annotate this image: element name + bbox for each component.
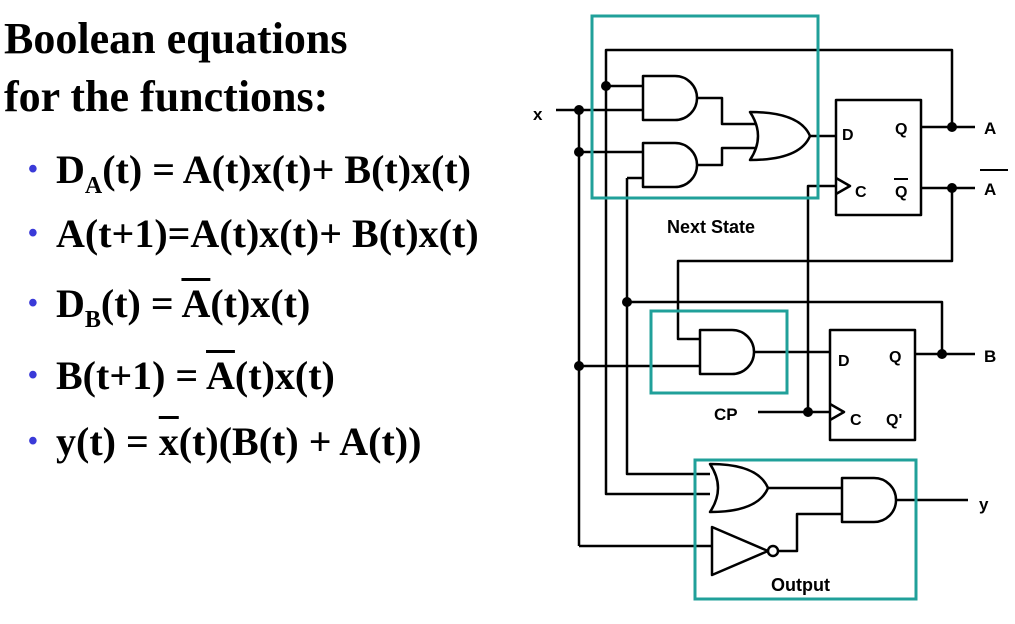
not-gate: [710, 525, 770, 577]
junction-dots: [574, 81, 957, 417]
wire-b-feedback: [625, 178, 944, 354]
ffb-d-label: D: [838, 353, 850, 370]
output-a-label: A: [984, 119, 996, 138]
eq-y-lhs: y(t) =: [56, 419, 159, 464]
clock-cp-label: CP: [714, 405, 738, 424]
wire-cp-to-ffa: [806, 184, 836, 412]
wire-abar-feedback: [676, 188, 954, 341]
output-box-label: Output: [771, 575, 830, 595]
junction-dot: [937, 349, 947, 359]
bullet-icon: •: [28, 154, 38, 185]
eq-b-next-tail: (t)x(t): [234, 353, 335, 398]
eq-db-subscript: B: [84, 307, 101, 333]
wire-b-to-or: [625, 302, 710, 476]
bullet-icon: •: [28, 218, 38, 249]
ffa-qbar-label: Q: [895, 184, 907, 201]
eq-da-expression: (t) = A(t)x(t)+ B(t)x(t): [102, 147, 471, 192]
eq-da-symbol: D: [56, 147, 85, 192]
ffa-d-label: D: [842, 127, 854, 144]
eq-b-next-lhs: B(t+1) =: [56, 353, 207, 398]
junction-dot: [574, 147, 584, 157]
ffb-c-label: C: [850, 412, 862, 429]
bullet-icon: •: [28, 288, 38, 319]
junction-dot: [622, 297, 632, 307]
input-x-label: x: [533, 105, 543, 124]
junction-dot: [574, 361, 584, 371]
or-gate-output: [708, 462, 770, 514]
next-state-label: Next State: [667, 217, 755, 237]
bullet-icon: •: [28, 426, 38, 457]
eq-da-subscript: A: [84, 173, 103, 199]
junction-dot: [947, 122, 957, 132]
junction-dot: [803, 407, 813, 417]
or-gate-next-state: [748, 110, 812, 162]
output-a-bar-label: A: [984, 180, 996, 199]
and-gate-output: [840, 476, 898, 524]
and-gate-2: [641, 141, 699, 189]
b-input-box: [649, 309, 789, 395]
eq-a-next-expression: A(t+1)=A(t)x(t)+ B(t)x(t): [56, 211, 479, 256]
junction-dot: [601, 81, 611, 91]
next-state-box: [590, 14, 820, 200]
wire-a-to-or: [604, 86, 710, 496]
junction-dot: [574, 105, 584, 115]
title-line-1: Boolean equations: [4, 14, 348, 63]
wire-not-to-and-out: [778, 512, 842, 553]
eq-db-tail: (t)x(t): [210, 281, 311, 326]
title-line-2: for the functions:: [4, 72, 329, 121]
ffb-qprime-label: Q': [886, 412, 902, 429]
flip-flop-b: [828, 328, 917, 442]
eq-db-lhs: (t) =: [100, 281, 182, 326]
eq-y-x-bar: x: [158, 419, 179, 464]
wire-and1-to-or: [697, 96, 756, 126]
flip-flop-a: [834, 98, 923, 217]
output-box: [693, 458, 918, 601]
junction-dot: [947, 183, 957, 193]
clock-triangle-b: [829, 402, 846, 422]
eq-db-a-bar: A: [181, 281, 211, 326]
eq-y-tail: (t)(B(t) + A(t)): [178, 419, 422, 464]
output-y-label: y: [979, 495, 989, 514]
clock-triangle-a: [835, 176, 852, 196]
slide-title: Boolean equations for the functions:: [4, 10, 348, 126]
ffb-q-label: Q: [889, 349, 901, 366]
bullet-icon: •: [28, 360, 38, 391]
ffa-c-label: C: [855, 184, 867, 201]
ffa-q-label: Q: [895, 121, 907, 138]
output-b-label: B: [984, 347, 996, 366]
wire-and2-to-or: [697, 146, 756, 167]
eq-db-symbol: D: [56, 281, 85, 326]
wire-a-feedback: [604, 48, 954, 127]
inverter-bubble: [766, 544, 780, 558]
and-gate-1: [641, 74, 699, 122]
and-gate-b: [698, 328, 756, 376]
wire-x-input: [556, 108, 581, 546]
eq-b-next-a-bar: A: [206, 353, 235, 398]
